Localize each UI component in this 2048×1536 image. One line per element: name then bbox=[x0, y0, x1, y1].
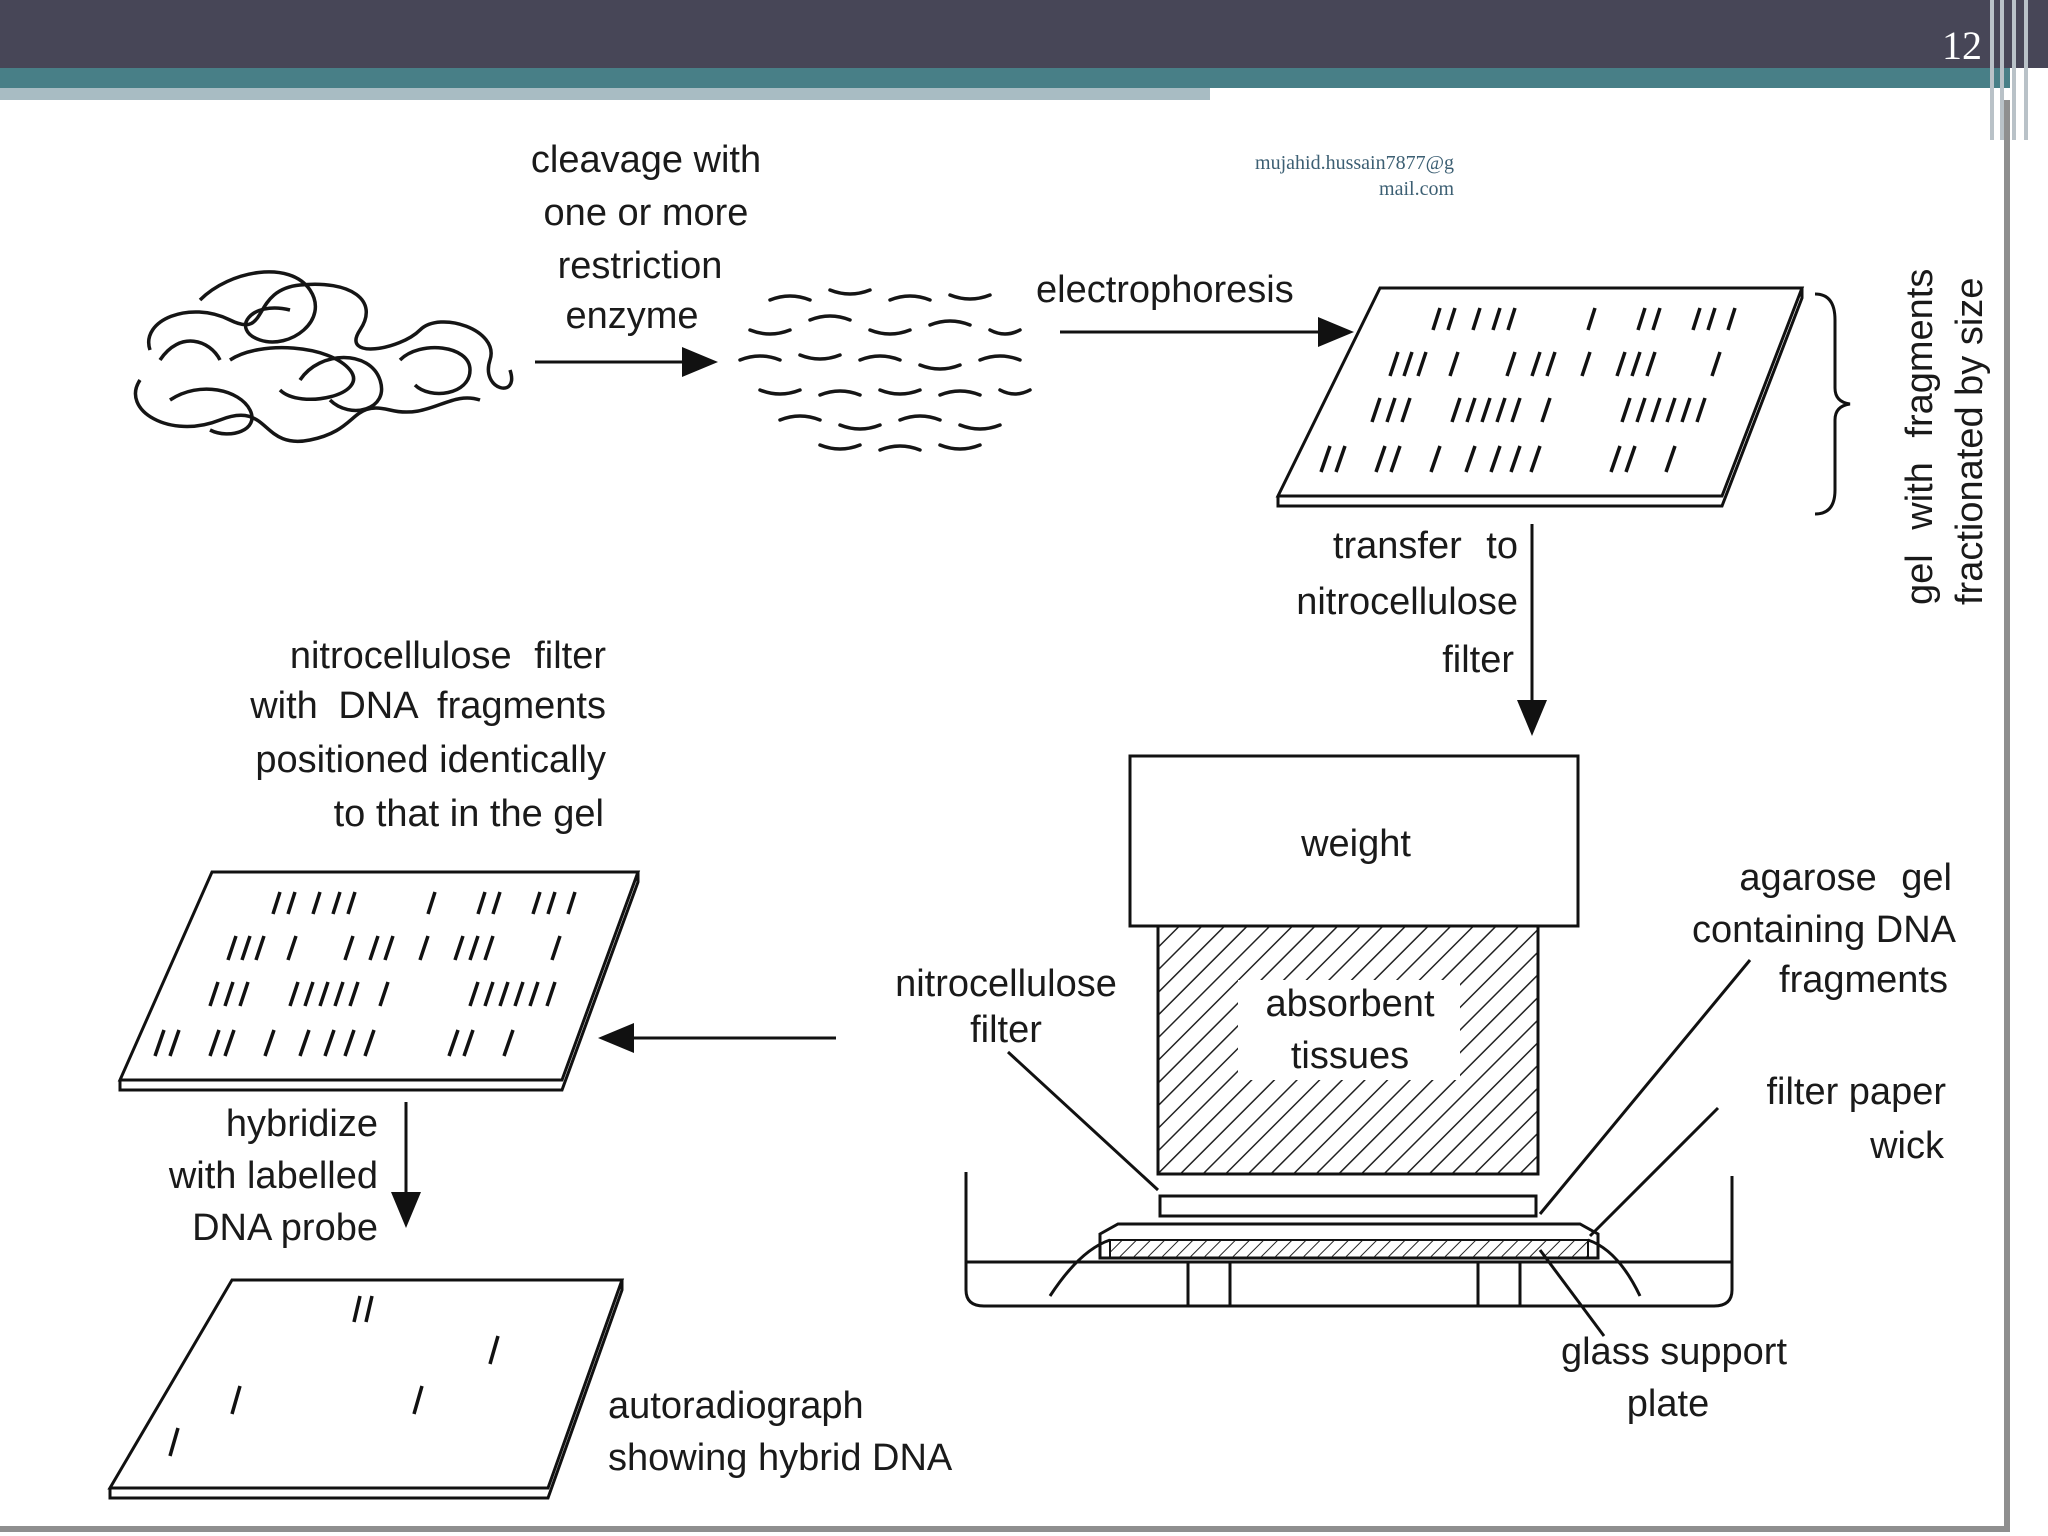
cleavage-label: cleavage with one or more restriction en… bbox=[531, 139, 761, 337]
electrophoresis-label: electrophoresis bbox=[1036, 269, 1294, 311]
blot-apparatus bbox=[964, 754, 1752, 1337]
agarose-label: agarose gel containing DNA fragments bbox=[1692, 857, 1957, 1001]
label-line: with labelled bbox=[168, 1155, 378, 1197]
transfer-label: transfer to nitrocellulose filter bbox=[1296, 525, 1518, 681]
filter-note-label: nitrocellulose filter with DNA fragments… bbox=[249, 635, 606, 835]
label-line: enzyme bbox=[565, 295, 698, 337]
label-line: containing DNA bbox=[1692, 909, 1957, 951]
label-line: plate bbox=[1627, 1383, 1709, 1425]
dna-tangle-icon bbox=[133, 270, 514, 444]
label-line: agarose gel bbox=[1739, 857, 1952, 899]
support bbox=[1186, 1260, 1232, 1308]
label-line: filter bbox=[970, 1009, 1042, 1051]
edge-stripe bbox=[1990, 0, 1994, 140]
filter-slab bbox=[117, 870, 641, 1092]
hybridize-label: hybridize with labelled DNA probe bbox=[168, 1103, 378, 1249]
edge-stripe bbox=[2000, 0, 2004, 140]
accent-band-light bbox=[0, 88, 1210, 100]
absorbent-label: absorbent tissues bbox=[1265, 983, 1434, 1077]
gel-slab bbox=[1275, 286, 1805, 508]
label-line: DNA probe bbox=[192, 1207, 378, 1249]
dna-fragments-icon bbox=[738, 288, 1032, 452]
filter-paper-wick bbox=[1048, 1238, 1642, 1297]
accent-band bbox=[0, 68, 2010, 88]
label-line: transfer to bbox=[1333, 525, 1518, 567]
support bbox=[1476, 1260, 1522, 1308]
weight-block bbox=[1128, 754, 1580, 928]
edge-stripe bbox=[2012, 0, 2016, 140]
label-line: positioned identically bbox=[255, 739, 606, 781]
autoradiograph-label: autoradiograph showing hybrid DNA bbox=[608, 1385, 953, 1479]
weight-label: weight bbox=[1300, 823, 1411, 865]
label-line: with DNA fragments bbox=[249, 685, 606, 727]
gel-note-line: gel with fragments bbox=[1899, 269, 1941, 605]
autoradiograph-sheet bbox=[107, 1278, 625, 1500]
label-line: wick bbox=[1869, 1125, 1945, 1167]
label-line: showing hybrid DNA bbox=[608, 1437, 953, 1479]
nitro-filter-label: nitrocellulose filter bbox=[895, 963, 1117, 1051]
label-line: tissues bbox=[1291, 1035, 1409, 1077]
nitrocellulose-sheet bbox=[1158, 1194, 1538, 1218]
label-line: nitrocellulose filter bbox=[290, 635, 606, 677]
gel-note: gel with fragments fractionated by size bbox=[1899, 269, 1991, 605]
label-line: cleavage with bbox=[531, 139, 761, 181]
glass-plate bbox=[1109, 1239, 1589, 1259]
title-bar bbox=[0, 0, 2048, 68]
label-line: nitrocellulose bbox=[1296, 581, 1518, 623]
label-line: autoradiograph bbox=[608, 1385, 864, 1427]
label-line: restriction bbox=[558, 245, 723, 287]
tray bbox=[964, 1172, 1734, 1308]
label-line: nitrocellulose bbox=[895, 963, 1117, 1005]
edge-stripe bbox=[2024, 0, 2028, 140]
glass-label: glass support plate bbox=[1561, 1331, 1787, 1425]
label-line: one or more bbox=[544, 192, 749, 234]
label-line: to that in the gel bbox=[334, 793, 604, 835]
brace bbox=[1814, 292, 1851, 516]
image-frame bbox=[0, 100, 2010, 1532]
label-line: hybridize bbox=[226, 1103, 378, 1145]
label-line: filter bbox=[1442, 639, 1514, 681]
label-line: absorbent bbox=[1265, 983, 1434, 1025]
filter-paper-label: filter paper wick bbox=[1766, 1071, 1946, 1167]
email-line: mail.com bbox=[1379, 178, 1454, 200]
label-line: filter paper bbox=[1766, 1071, 1946, 1113]
label-line: fragments bbox=[1779, 959, 1948, 1001]
email-line: mujahid.hussain7877@g bbox=[1255, 152, 1454, 174]
slide-number: 12 bbox=[1942, 23, 1982, 68]
label-line: glass support bbox=[1561, 1331, 1787, 1373]
author-email: mujahid.hussain7877@g mail.com bbox=[1150, 150, 1454, 202]
gel-note-line: fractionated by size bbox=[1949, 278, 1991, 605]
